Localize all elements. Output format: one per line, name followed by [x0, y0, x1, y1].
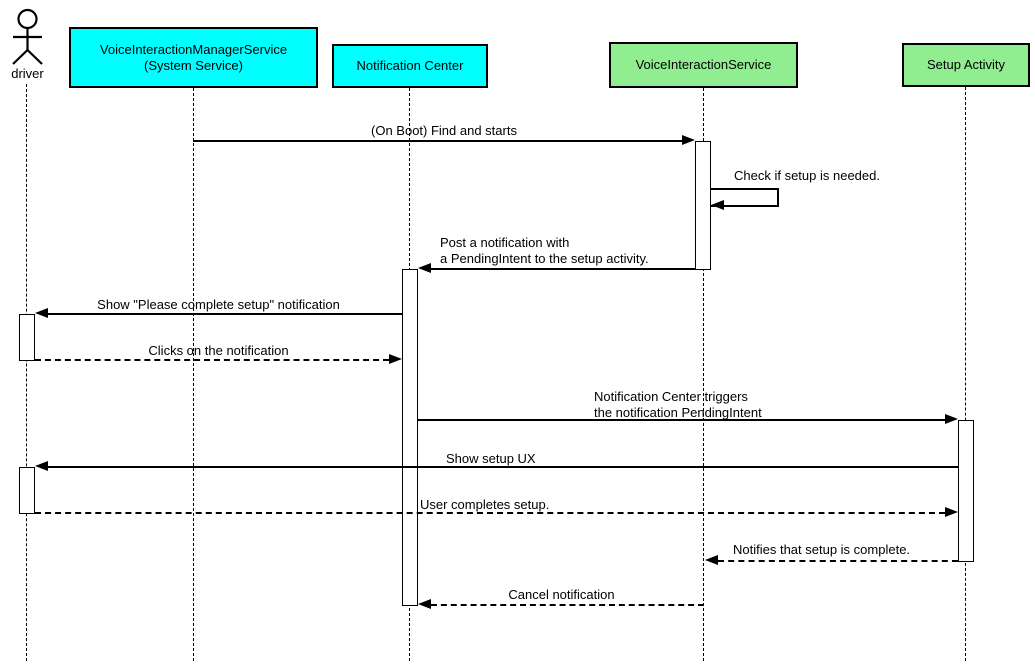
actor-driver-label: driver [11, 66, 44, 81]
participant-box-setup-activity: Setup Activity [902, 43, 1030, 87]
activation-bar-notification-center [402, 269, 418, 606]
lifeline-setup-activity [965, 87, 966, 661]
arrowhead-left-icon [35, 308, 48, 318]
lifeline-driver [26, 84, 27, 661]
activation-bar-voice-interaction-service [695, 141, 711, 270]
arrowhead-left-icon [418, 263, 431, 273]
message-show-setup-ux-label: Show setup UX [446, 451, 536, 466]
message-show-setup-ux-line [48, 466, 958, 468]
message-post-notification-line [431, 268, 695, 270]
arrowhead-right-icon [389, 354, 402, 364]
message-on-boot-label: (On Boot) Find and starts [371, 123, 517, 138]
activation-bar-driver-2 [19, 467, 35, 514]
message-cancel-notification-label: Cancel notification [508, 587, 615, 602]
actor-driver-icon [12, 8, 43, 65]
message-check-setup-label: Check if setup is needed. [734, 168, 880, 183]
message-setup-complete-line [718, 560, 958, 562]
arrowhead-right-icon [945, 507, 958, 517]
message-setup-complete-label: Notifies that setup is complete. [733, 542, 911, 557]
message-user-completes-setup-line [35, 512, 945, 514]
message-triggers-pendingintent-label: Notification Center triggers the notific… [594, 389, 762, 420]
message-user-completes-setup-label: User completes setup. [420, 497, 550, 512]
lifeline-voice-interaction-manager-service [193, 88, 194, 661]
lifeline-voice-interaction-service [703, 88, 704, 661]
arrowhead-left-icon [705, 555, 718, 565]
message-clicks-notification-label: Clicks on the notification [148, 343, 289, 358]
message-triggers-pendingintent-line [418, 419, 945, 421]
arrowhead-left-icon [418, 599, 431, 609]
message-post-notification-label: Post a notification with a PendingIntent… [440, 235, 649, 266]
participant-box-voice-interaction-service: VoiceInteractionService [609, 42, 798, 88]
arrowhead-left-icon [35, 461, 48, 471]
message-show-notification-label: Show "Please complete setup" notificatio… [97, 297, 340, 312]
message-clicks-notification-line [35, 359, 389, 361]
participant-box-notification-center: Notification Center [332, 44, 488, 88]
message-show-notification-line [48, 313, 402, 315]
message-check-setup-loop [711, 188, 779, 207]
participant-box-voice-interaction-manager-service: VoiceInteractionManagerService (System S… [69, 27, 318, 88]
message-cancel-notification-line [431, 604, 704, 606]
arrowhead-right-icon [945, 414, 958, 424]
arrowhead-left-icon [711, 200, 724, 210]
message-on-boot-line [193, 140, 684, 142]
activation-bar-setup-activity [958, 420, 974, 562]
activation-bar-driver-1 [19, 314, 35, 361]
arrowhead-right-icon [682, 135, 695, 145]
